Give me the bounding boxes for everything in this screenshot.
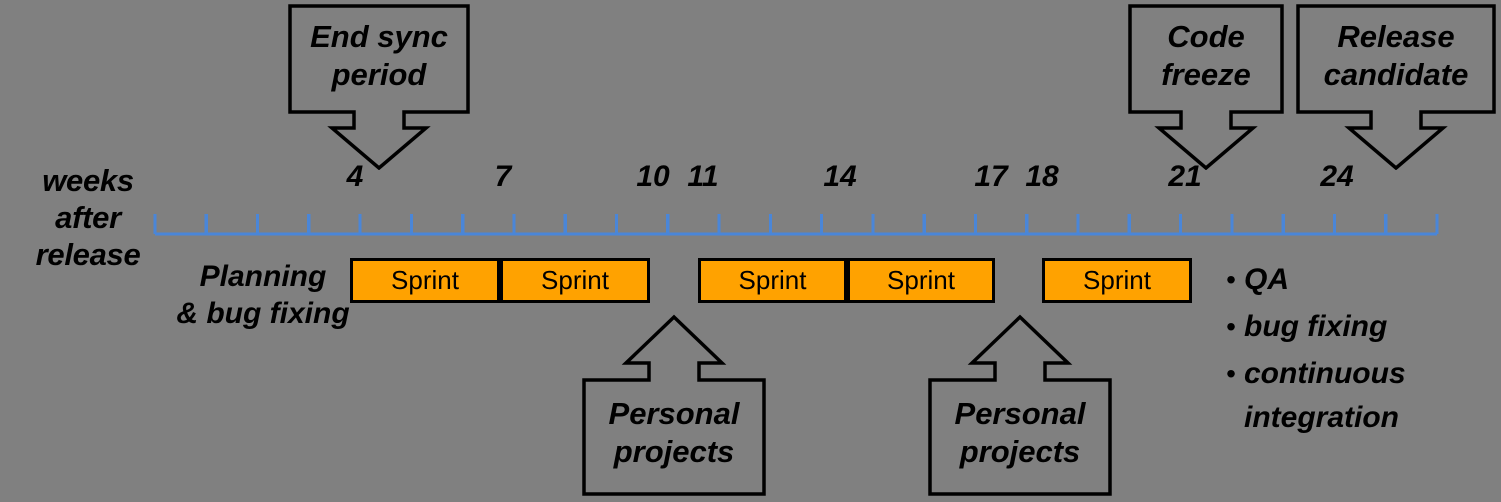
axis-caption-line: release: [35, 237, 141, 272]
list-item: • continuous integration: [1218, 352, 1498, 440]
sprint-box-3[interactable]: Sprint: [698, 258, 847, 303]
axis-caption-line: weeks: [42, 163, 134, 198]
list-item-line: QA: [1244, 263, 1289, 296]
list-item-label: bug fixing: [1244, 305, 1387, 349]
axis-ticks: [153, 214, 1439, 234]
callout-end-sync-period[interactable]: End sync period: [288, 4, 470, 171]
callout-shape-down: [1296, 4, 1496, 171]
list-item-line: continuous: [1244, 357, 1406, 390]
sprint-box-2[interactable]: Sprint: [500, 258, 650, 303]
week-label-17: 17: [974, 160, 1008, 193]
week-label-10: 10: [636, 160, 670, 193]
callout-shape-down: [288, 4, 470, 171]
phase-planning-label: Planning & bug fixing: [168, 258, 358, 332]
week-label-24: 24: [1320, 160, 1354, 193]
list-item-label: continuous integration: [1244, 352, 1406, 440]
bullet-icon: •: [1226, 264, 1236, 295]
sprint-box-5[interactable]: Sprint: [1042, 258, 1192, 303]
bullet-icon: •: [1226, 358, 1236, 389]
callout-shape-down: [1128, 4, 1284, 171]
list-item-label: QA: [1244, 258, 1289, 302]
list-item: • QA: [1218, 258, 1498, 302]
callout-release-candidate[interactable]: Release candidate: [1296, 4, 1496, 171]
bullet-icon: •: [1226, 311, 1236, 342]
callout-personal-projects-1[interactable]: Personal projects: [582, 313, 766, 496]
week-label-7: 7: [494, 160, 512, 193]
phase-planning-line: Planning: [199, 260, 327, 293]
callout-personal-projects-2[interactable]: Personal projects: [928, 313, 1112, 496]
callout-shape-up: [928, 314, 1112, 496]
callout-shape-up: [582, 314, 766, 496]
sprint-box-1[interactable]: Sprint: [350, 258, 500, 303]
phase-planning-line: & bug fixing: [176, 297, 350, 330]
list-item: • bug fixing: [1218, 305, 1498, 349]
week-label-14: 14: [823, 160, 857, 193]
axis-caption: weeks after release: [18, 162, 158, 273]
list-item-line: bug fixing: [1244, 310, 1388, 343]
callout-code-freeze[interactable]: Code freeze: [1128, 4, 1284, 171]
week-label-4: 4: [346, 160, 364, 193]
sprint-box-4[interactable]: Sprint: [847, 258, 995, 303]
week-label-21: 21: [1168, 160, 1202, 193]
axis-caption-line: after: [55, 200, 121, 235]
side-notes-list: • QA • bug fixing • continuous integrati…: [1218, 258, 1498, 443]
list-item-line: integration: [1244, 401, 1399, 434]
week-label-11: 11: [687, 160, 719, 193]
week-label-18: 18: [1025, 160, 1059, 193]
